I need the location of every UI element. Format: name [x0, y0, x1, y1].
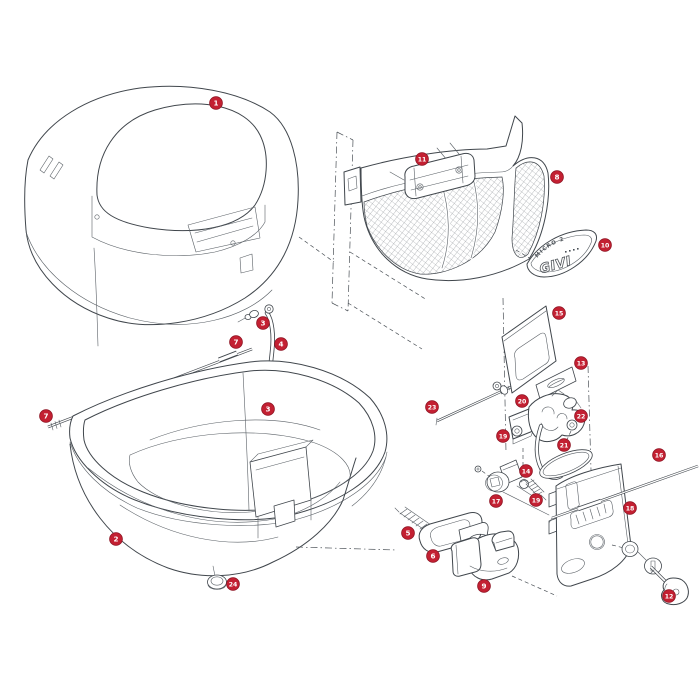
part-callout-13: 13 [574, 356, 588, 370]
part-cam [474, 459, 523, 493]
part-rod-lock [548, 464, 699, 524]
part-callout-7: 7 [39, 409, 53, 423]
svg-text:8: 8 [554, 172, 559, 181]
svg-text:15: 15 [555, 310, 564, 317]
part-spring-small [523, 478, 547, 501]
svg-text:7: 7 [233, 337, 238, 346]
part-lock-body [508, 389, 586, 445]
part-lid [24, 85, 299, 347]
svg-text:13: 13 [577, 360, 586, 367]
part-callout-8: 8 [550, 170, 564, 184]
svg-text:19: 19 [532, 497, 541, 504]
part-callout-23: 23 [425, 400, 439, 414]
svg-text:17: 17 [492, 498, 501, 505]
part-callout-16: 16 [652, 448, 666, 462]
svg-text:14: 14 [522, 468, 531, 475]
part-callout-19: 19 [529, 493, 543, 507]
part-callout-9: 9 [477, 579, 491, 593]
part-callout-2: 2 [109, 532, 123, 546]
svg-text:24: 24 [229, 581, 238, 588]
part-callout-21: 21 [557, 438, 571, 452]
part-rod-short [435, 385, 512, 426]
part-lock-lever [534, 423, 593, 480]
part-sticker [535, 366, 577, 400]
part-callout-3: 3 [261, 402, 275, 416]
svg-text:11: 11 [418, 156, 427, 163]
part-button [450, 530, 520, 581]
part-callout-10: 10 [598, 238, 612, 252]
svg-text:1: 1 [213, 98, 218, 107]
svg-text:23: 23 [428, 404, 437, 411]
part-base [69, 360, 397, 577]
part-pin-upper [237, 309, 259, 323]
part-callout-17: 17 [489, 494, 503, 508]
part-callout-12: 12 [662, 589, 676, 603]
svg-text:10: 10 [601, 242, 610, 249]
part-callout-4: 4 [274, 337, 288, 351]
part-callout-19: 19 [496, 429, 510, 443]
svg-text:3: 3 [260, 318, 265, 327]
svg-text:19: 19 [499, 433, 508, 440]
svg-text:3: 3 [265, 404, 270, 413]
svg-text:6: 6 [430, 551, 435, 560]
part-lock-flap [492, 305, 557, 395]
svg-text:2: 2 [113, 534, 118, 543]
part-callout-6: 6 [426, 549, 440, 563]
part-key [649, 565, 689, 606]
part-callout-3: 3 [256, 316, 270, 330]
projection-plane-lines [298, 131, 428, 350]
svg-text:7: 7 [43, 411, 48, 420]
part-callout-18: 18 [623, 501, 637, 515]
part-reflector-panel [343, 115, 550, 282]
part-grommet [207, 574, 227, 590]
part-lock-plate [548, 463, 632, 587]
svg-text:20: 20 [518, 398, 527, 405]
callout-layer: 1233456778910111213141516171819192021222… [39, 96, 676, 603]
part-callout-22: 22 [574, 409, 588, 423]
svg-text:12: 12 [665, 593, 674, 600]
svg-text:22: 22 [577, 413, 586, 420]
part-nut-left [511, 425, 523, 437]
part-callout-5: 5 [401, 526, 415, 540]
svg-text:16: 16 [655, 452, 664, 459]
part-callout-20: 20 [515, 394, 529, 408]
part-callout-14: 14 [519, 464, 533, 478]
part-callout-24: 24 [226, 577, 240, 591]
part-callout-11: 11 [415, 152, 429, 166]
svg-text:4: 4 [278, 339, 283, 348]
svg-text:21: 21 [560, 442, 569, 449]
part-lock-cylinder [611, 541, 662, 575]
svg-text:5: 5 [405, 528, 410, 537]
part-callout-7: 7 [229, 335, 243, 349]
svg-text:9: 9 [481, 581, 486, 590]
part-callout-1: 1 [209, 96, 223, 110]
part-callout-15: 15 [552, 306, 566, 320]
svg-text:18: 18 [626, 505, 635, 512]
